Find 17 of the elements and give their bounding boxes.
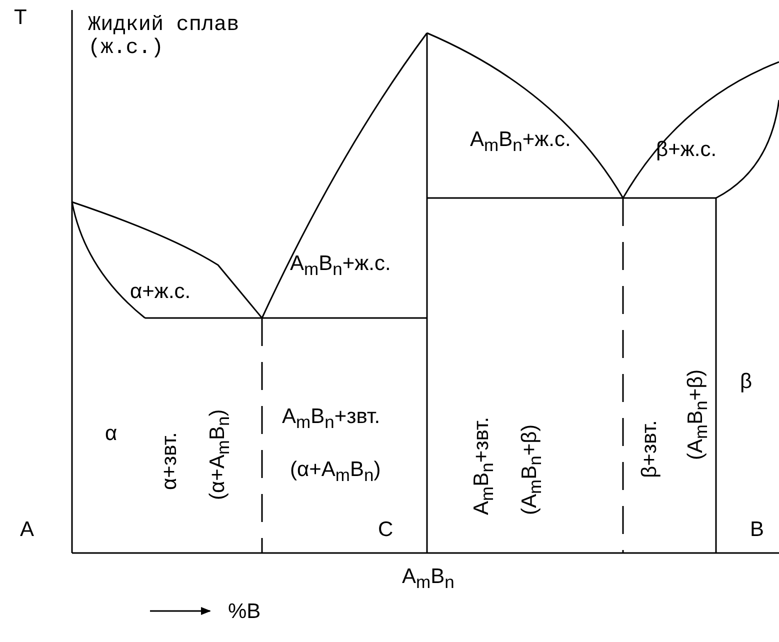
region-label: A$_{m}$B$_{n}$+ж.с.	[470, 128, 571, 156]
region-label: β+звт.	[638, 420, 662, 478]
region-label: β	[740, 370, 752, 394]
axis-end-label: B	[750, 518, 764, 542]
region-label: A$_{m}$B$_{n}$+звт.	[282, 405, 380, 432]
region-label: (α+A$_{m}$B$_{n}$)	[290, 458, 381, 486]
region-label: α	[105, 422, 118, 446]
region-label: A$_{m}$B$_{n}$+ж.с.	[290, 252, 391, 280]
composition-label: C	[378, 518, 394, 542]
region-label: α+ж.с.	[130, 280, 191, 304]
axis-label: T	[14, 6, 27, 30]
composition-label: A$_{m}$B$_{n}$	[402, 565, 454, 592]
region-label: β+ж.с.	[656, 138, 717, 162]
region-label: α+звт.	[158, 432, 182, 490]
axis-label: %B	[228, 600, 261, 624]
region-label: Жидкий сплав (ж.с.)	[88, 14, 240, 60]
axis-end-label: A	[20, 518, 34, 542]
